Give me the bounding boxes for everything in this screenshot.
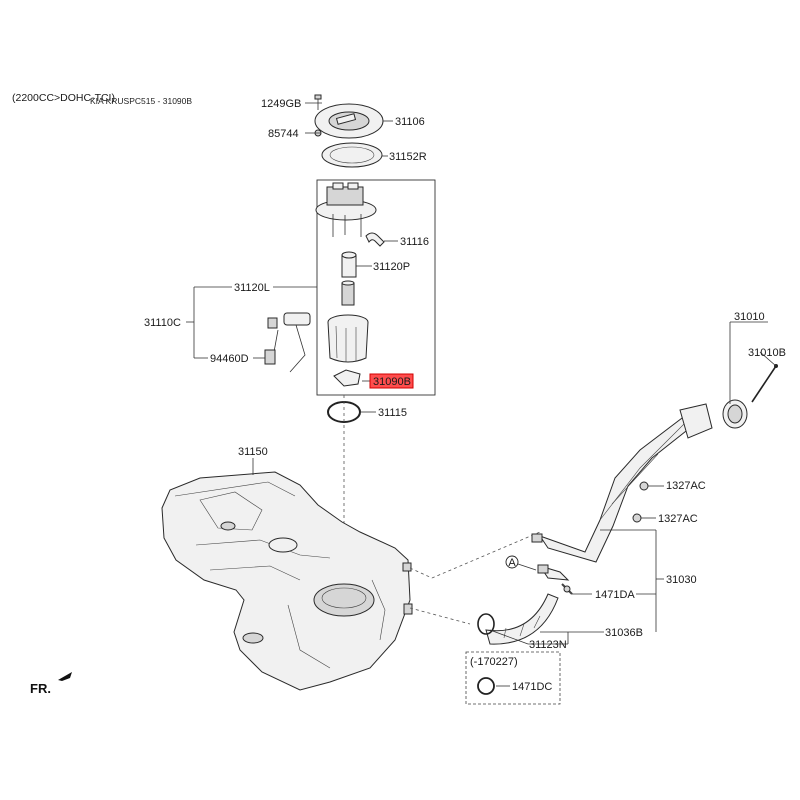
front-arrow-icon bbox=[58, 672, 72, 681]
fuel-cap-31010-part bbox=[722, 399, 748, 429]
fuel-tank-31150-part bbox=[161, 471, 413, 691]
variant-box bbox=[465, 651, 561, 705]
callout-31090b-highlighted[interactable]: 31090B bbox=[373, 376, 411, 388]
filter-31120p-part bbox=[341, 251, 357, 278]
callout-1471da[interactable]: 1471DA bbox=[595, 589, 635, 601]
callout-31110c[interactable]: 31110C bbox=[144, 317, 181, 329]
hose-31116-part bbox=[365, 232, 385, 247]
callout-31152r[interactable]: 31152R bbox=[389, 151, 427, 163]
callout-31120p[interactable]: 31120P bbox=[373, 261, 410, 273]
reservoir-cup-part bbox=[327, 314, 369, 363]
callout-85744[interactable]: 85744 bbox=[268, 128, 299, 140]
variant-date-label: (-170227) bbox=[470, 656, 518, 668]
diagram-reference-label: KIA KRUSPC515 - 31090B bbox=[90, 96, 192, 106]
reference-marker-a bbox=[505, 555, 519, 569]
pump-flange-part bbox=[315, 182, 377, 237]
callout-31010[interactable]: 31010 bbox=[734, 311, 765, 323]
clamp-31123n-part bbox=[477, 613, 495, 635]
bolt-1327ac-upper-part bbox=[639, 481, 649, 491]
bolt-1249gb-part bbox=[314, 94, 322, 110]
callout-31036b[interactable]: 31036B bbox=[605, 627, 643, 639]
part-31090b-shape bbox=[333, 369, 361, 387]
callout-31150[interactable]: 31150 bbox=[238, 446, 268, 458]
callout-31106[interactable]: 31106 bbox=[395, 116, 425, 128]
cap-tether-31010b-part bbox=[751, 365, 777, 403]
callout-31116[interactable]: 31116 bbox=[400, 236, 429, 248]
lock-ring-31152r-part bbox=[321, 142, 383, 168]
orientation-label: FR. bbox=[30, 681, 51, 696]
callout-31030[interactable]: 31030 bbox=[666, 574, 697, 586]
fuel-sender-94460d-part bbox=[264, 312, 311, 373]
bolt-1327ac-lower-part bbox=[632, 513, 642, 523]
callout-31123n[interactable]: 31123N bbox=[529, 639, 567, 651]
cover-plate-31106-part bbox=[314, 103, 384, 139]
callout-31115[interactable]: 31115 bbox=[378, 407, 407, 419]
highlight-31090b-box bbox=[370, 374, 413, 388]
engine-spec-label: (2200CC>DOHC-TCI) bbox=[12, 92, 115, 104]
highlight-31090b-border bbox=[369, 373, 414, 389]
callout-1471dc[interactable]: 1471DC bbox=[512, 681, 552, 693]
hose-31036b-part bbox=[485, 593, 559, 645]
clamp-1471dc-part bbox=[477, 677, 495, 695]
callout-1249gb[interactable]: 1249GB bbox=[261, 98, 301, 110]
callout-94460d[interactable]: 94460D bbox=[210, 353, 249, 365]
callout-31010b[interactable]: 31010B bbox=[748, 347, 786, 359]
pump-assembly-box bbox=[316, 179, 436, 396]
callout-31120l[interactable]: 31120L bbox=[234, 282, 270, 294]
callout-1327ac-lower[interactable]: 1327AC bbox=[658, 513, 698, 525]
reference-marker-a-label: A bbox=[508, 557, 516, 569]
clamp-1471da-part bbox=[561, 583, 573, 595]
callout-1327ac-upper[interactable]: 1327AC bbox=[666, 480, 706, 492]
filler-neck-31030-part bbox=[531, 403, 713, 581]
pump-motor-part bbox=[341, 280, 355, 306]
